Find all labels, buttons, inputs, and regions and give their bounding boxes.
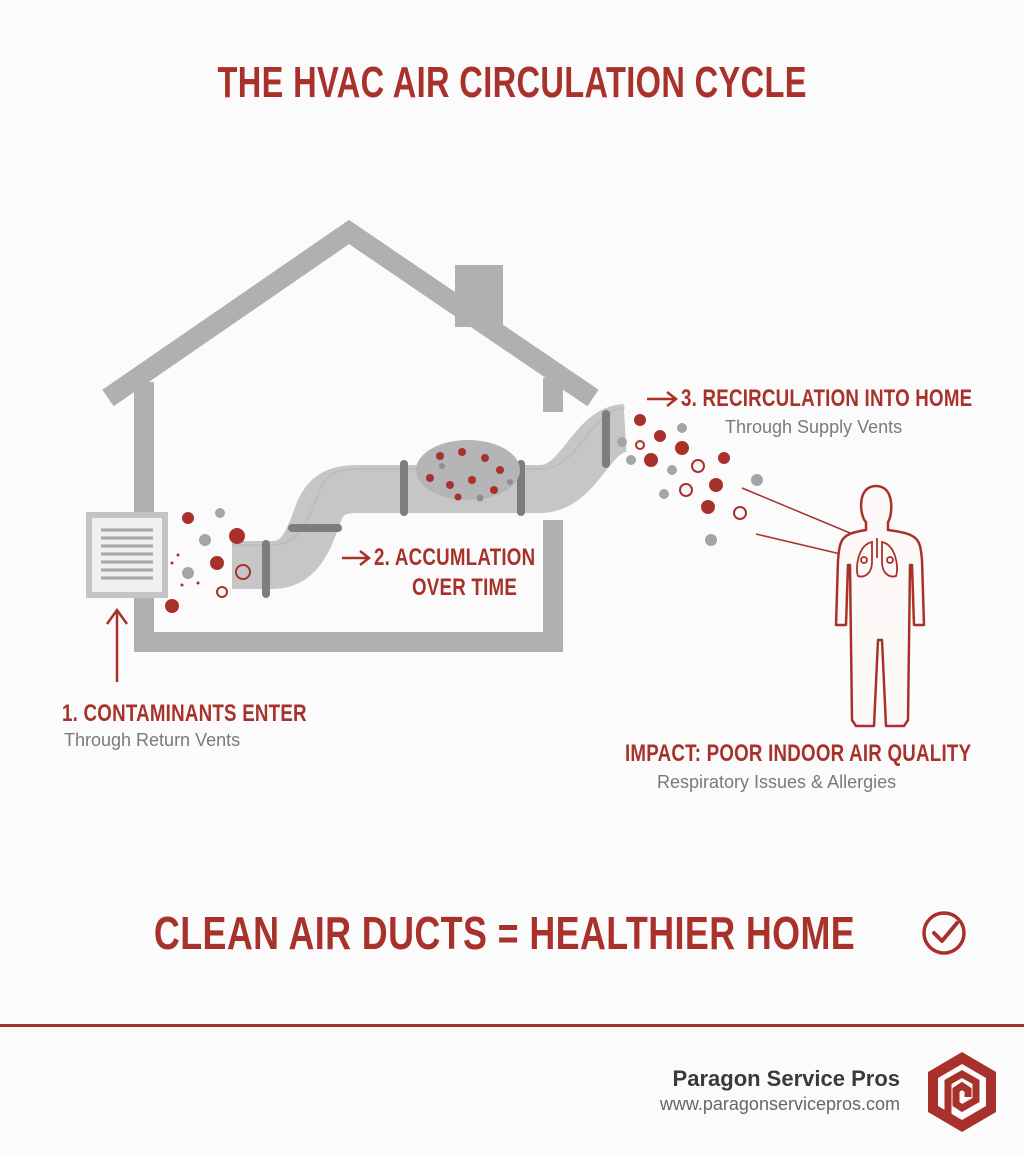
return-vent-grille (86, 512, 168, 598)
step-2-title-line1: 2. ACCUMLATION (374, 544, 536, 571)
step-2-title-line2: OVER TIME (412, 574, 518, 601)
step-1-title: 1. CONTAMINANTS ENTER (62, 700, 307, 727)
impact-title: IMPACT: POOR INDOOR AIR QUALITY (625, 740, 972, 767)
contaminant-particles-accumulated (416, 440, 520, 502)
step-1-subtitle: Through Return Vents (64, 730, 241, 750)
contaminant-particles-enter (165, 508, 251, 613)
step-1-contaminants-enter: 1. CONTAMINANTS ENTER Through Return Ven… (62, 700, 376, 751)
cta-text: CLEAN AIR DUCTS = HEALTHIER HOME (154, 907, 856, 959)
duct-joints (262, 410, 610, 598)
step-3-title: 3. RECIRCULATION INTO HOME (681, 385, 973, 412)
step-3-subtitle: Through Supply Vents (725, 417, 903, 437)
human-figure (834, 484, 926, 728)
check-circle-icon (921, 911, 966, 955)
house-outline (102, 219, 599, 652)
contaminant-particles-recirculated (617, 414, 763, 546)
footer-divider (0, 1024, 1024, 1027)
step-3-recirculation: 3. RECIRCULATION INTO HOME Through Suppl… (645, 385, 1024, 437)
brand-name: Paragon Service Pros (672, 1066, 900, 1091)
paragon-logo (928, 1052, 996, 1132)
arrow-up-icon (105, 607, 129, 682)
arrow-right-icon (342, 550, 372, 566)
brand-block: Paragon Service Pros www.paragonservicep… (660, 1066, 900, 1115)
brand-url[interactable]: www.paragonservicepros.com (659, 1094, 900, 1114)
cta-banner: CLEAN AIR DUCTS = HEALTHIER HOME (0, 906, 1024, 960)
chimney (455, 265, 503, 327)
step-2-accumulation: 2. ACCUMLATION OVER TIME (340, 544, 581, 602)
lungs-icon (856, 538, 898, 578)
impact-section: IMPACT: POOR INDOOR AIR QUALITY Respirat… (625, 740, 1024, 792)
impact-subtitle: Respiratory Issues & Allergies (657, 772, 897, 792)
page-title: THE HVAC AIR CIRCULATION CYCLE (217, 58, 807, 107)
arrow-right-icon (647, 391, 679, 407)
